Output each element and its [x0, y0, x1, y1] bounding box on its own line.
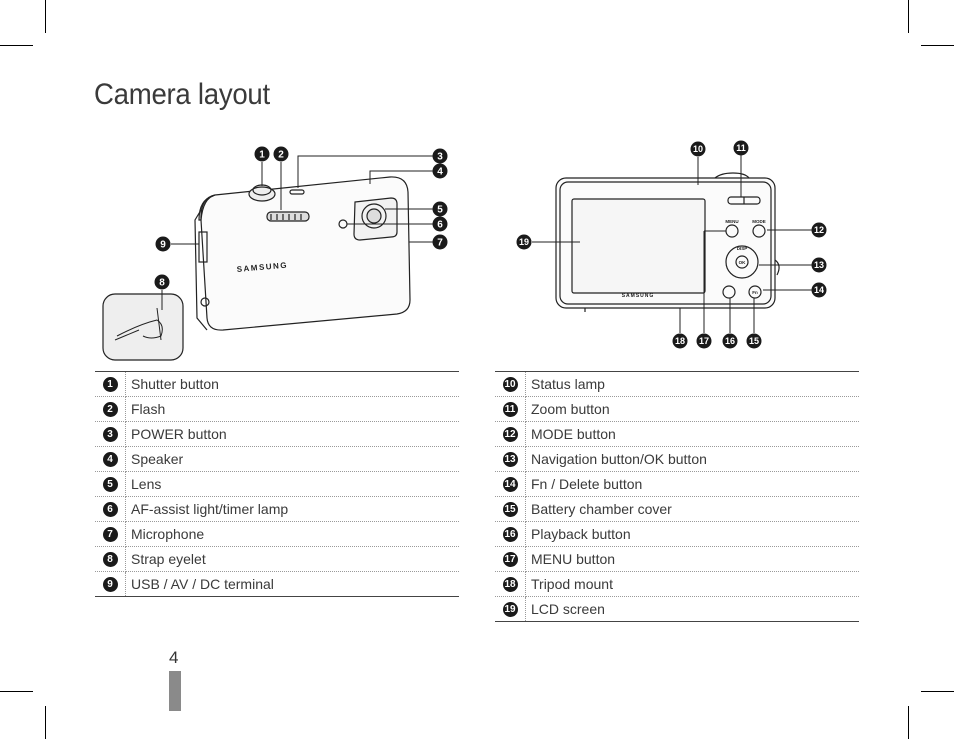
- callout-7: 7: [437, 238, 443, 249]
- part-label: LCD screen: [531, 601, 605, 617]
- table-row: 16 Playback button: [495, 521, 859, 547]
- table-row: 11 Zoom button: [495, 396, 859, 422]
- part-label: Fn / Delete button: [525, 471, 859, 497]
- part-number-badge: 3: [102, 427, 118, 443]
- part-number-badge: 12: [502, 427, 518, 443]
- part-label: USB / AV / DC terminal: [131, 576, 274, 592]
- callout-19: 19: [519, 237, 529, 247]
- part-label: Navigation button/OK button: [525, 446, 859, 472]
- back-disp-label: DISP: [737, 246, 748, 251]
- crop-mark: [908, 706, 909, 739]
- table-row: 19 LCD screen: [495, 596, 859, 622]
- parts-table-front: 1 Shutter button 2 Flash 3 POWER button 4 Sp…: [95, 371, 459, 597]
- parts-table-back: 10 Status lamp 11 Zoom button 12 MODE butto…: [495, 371, 859, 622]
- part-number-badge: 11: [502, 402, 518, 418]
- part-number-badge: 9: [102, 577, 118, 593]
- part-label: Flash: [125, 396, 459, 422]
- back-ok-label: OK: [739, 260, 747, 265]
- part-number-badge: 14: [502, 477, 518, 493]
- part-number-badge: 15: [502, 502, 518, 518]
- table-row: 1 Shutter button: [95, 371, 459, 397]
- part-label: POWER button: [125, 421, 459, 447]
- part-label: Playback button: [525, 521, 859, 547]
- callout-14: 14: [814, 285, 824, 295]
- crop-mark: [921, 45, 954, 46]
- table-row: 14 Fn / Delete button: [495, 471, 859, 497]
- back-mode-label: MODE: [752, 219, 766, 224]
- part-label: Microphone: [125, 521, 459, 547]
- callout-8: 8: [159, 278, 165, 289]
- part-number-badge: 5: [102, 477, 118, 493]
- part-number-badge: 19: [502, 602, 518, 618]
- part-label: Status lamp: [525, 371, 859, 397]
- part-number-badge: 13: [502, 452, 518, 468]
- callout-11: 11: [736, 143, 746, 153]
- callout-16: 16: [725, 336, 735, 346]
- table-row: 8 Strap eyelet: [95, 546, 459, 572]
- table-row: 10 Status lamp: [495, 371, 859, 397]
- part-label: Battery chamber cover: [525, 496, 859, 522]
- part-label: Tripod mount: [525, 571, 859, 597]
- page-title: Camera layout: [94, 78, 270, 111]
- table-row: 6 AF-assist light/timer lamp: [95, 496, 459, 522]
- part-number-badge: 17: [502, 552, 518, 568]
- callout-9: 9: [160, 240, 166, 251]
- part-number-badge: 6: [102, 502, 118, 518]
- part-label: Shutter button: [125, 371, 459, 397]
- callout-15: 15: [749, 336, 759, 346]
- part-label: MENU button: [525, 546, 859, 572]
- table-row: 2 Flash: [95, 396, 459, 422]
- part-number-badge: 4: [102, 452, 118, 468]
- table-row: 17 MENU button: [495, 546, 859, 572]
- callout-13: 13: [814, 260, 824, 270]
- camera-front-illustration: SAMSUNG 1 2 3 4 5 6 7: [95, 140, 455, 365]
- part-number-badge: 16: [502, 527, 518, 543]
- back-brand-logo: SAMSUNG: [622, 293, 655, 299]
- part-number-badge: 8: [102, 552, 118, 568]
- front-brand-logo: SAMSUNG: [236, 261, 288, 274]
- page-tab-marker: [169, 671, 181, 711]
- part-label: Lens: [125, 471, 459, 497]
- page-number: 4: [169, 648, 179, 667]
- table-row: 4 Speaker: [95, 446, 459, 472]
- part-label: Strap eyelet: [125, 546, 459, 572]
- crop-mark: [0, 45, 33, 46]
- camera-back-illustration: MENU MODE DISP OK Fn SAMSUNG 10 11: [505, 135, 835, 360]
- callout-12: 12: [814, 225, 824, 235]
- crop-mark: [45, 706, 46, 739]
- part-number-badge: 7: [102, 527, 118, 543]
- part-label: MODE button: [525, 421, 859, 447]
- table-row: 13 Navigation button/OK button: [495, 446, 859, 472]
- callout-6: 6: [437, 220, 443, 231]
- part-number-badge: 2: [102, 402, 118, 418]
- callout-2: 2: [278, 150, 284, 161]
- part-label: Zoom button: [525, 396, 859, 422]
- crop-mark: [908, 0, 909, 33]
- table-row: 3 POWER button: [95, 421, 459, 447]
- part-label: AF-assist light/timer lamp: [125, 496, 459, 522]
- back-menu-label: MENU: [725, 219, 738, 224]
- callout-3: 3: [437, 152, 443, 163]
- part-number-badge: 1: [102, 377, 118, 393]
- callout-1: 1: [259, 150, 265, 161]
- part-label: Speaker: [125, 446, 459, 472]
- callout-4: 4: [437, 167, 443, 178]
- table-row: 5 Lens: [95, 471, 459, 497]
- table-row: 18 Tripod mount: [495, 571, 859, 597]
- back-fn-label: Fn: [752, 290, 758, 295]
- callout-17: 17: [699, 336, 709, 346]
- table-row: 9 USB / AV / DC terminal: [95, 571, 459, 597]
- part-number-badge: 18: [502, 577, 518, 593]
- callout-10: 10: [693, 144, 703, 154]
- callout-18: 18: [675, 336, 685, 346]
- crop-mark: [921, 691, 954, 692]
- table-row: 15 Battery chamber cover: [495, 496, 859, 522]
- part-number-badge: 10: [502, 377, 518, 393]
- crop-mark: [45, 0, 46, 33]
- table-row: 12 MODE button: [495, 421, 859, 447]
- callout-5: 5: [437, 205, 443, 216]
- crop-mark: [0, 691, 33, 692]
- table-row: 7 Microphone: [95, 521, 459, 547]
